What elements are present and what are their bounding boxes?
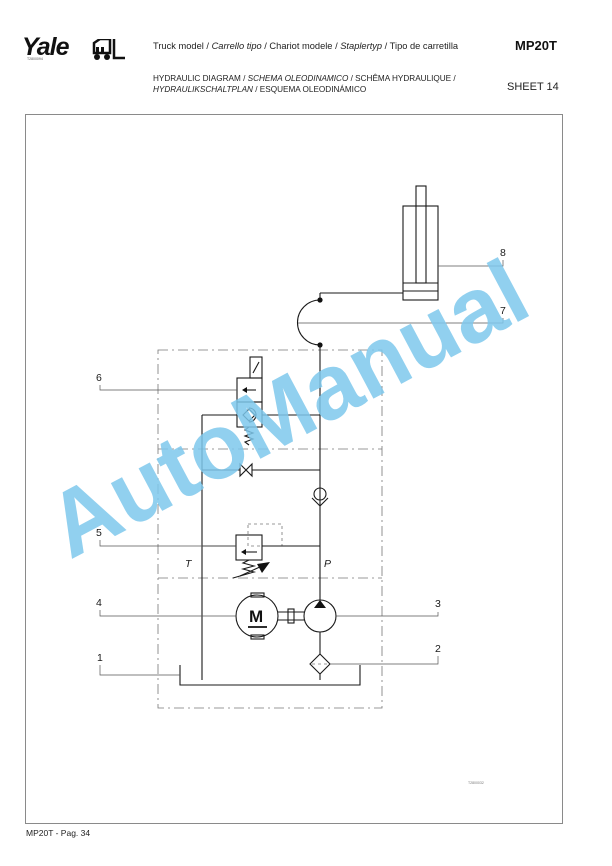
port-p-label: P [324, 558, 331, 570]
diagram-title: HYDRAULIC DIAGRAM / SCHEMA OLEODINAMICO … [153, 73, 456, 95]
callout-6: 6 [96, 372, 102, 384]
drawing-code: T2800032 [468, 781, 484, 785]
callout-1: 1 [97, 652, 103, 664]
title-de: HYDRAULIKSCHALTPLAN [153, 85, 253, 94]
check-valve [311, 487, 329, 507]
motor-label: M [249, 607, 263, 626]
callout-3: 3 [435, 598, 441, 610]
title-fr: / SCHÊMA HYDRAULIQUE / [348, 74, 456, 83]
yale-logo: Yale T2800094 [22, 33, 132, 63]
logo-code: T2800094 [27, 57, 43, 61]
callout-leaders [99, 260, 504, 676]
forklift-icon [92, 39, 125, 60]
truck-model-es: / Tipo de carretilla [382, 41, 459, 51]
relief-valve [202, 523, 320, 579]
manual-lowering-valve [202, 462, 320, 478]
truck-model-label: Truck model / Carrello tipo / Chariot mo… [153, 41, 458, 51]
valve-block-enclosure [157, 349, 383, 709]
page-footer: MP20T - Pag. 34 [26, 828, 91, 838]
tank [179, 665, 361, 686]
truck-model-fr: / Chariot modele / [261, 41, 341, 51]
truck-model-en: Truck model / [153, 41, 212, 51]
callout-4: 4 [96, 597, 102, 609]
port-t-label: T [185, 558, 193, 570]
electric-motor: M [235, 592, 304, 640]
title-en: HYDRAULIC DIAGRAM / [153, 74, 248, 83]
logo-wordmark: Yale [22, 33, 70, 61]
truck-model-it: Carrello tipo [211, 41, 262, 51]
hose [296, 292, 403, 348]
model-number: MP20T [515, 38, 557, 53]
solenoid-valve [202, 356, 320, 446]
lift-cylinder [402, 185, 439, 301]
truck-model-de: Staplertyp [340, 41, 383, 51]
callout-5: 5 [96, 527, 102, 539]
title-es: / ESQUEMA OLEODINÁMICO [252, 85, 367, 94]
title-it: SCHEMA OLEODINAMICO [247, 74, 349, 83]
diagram-frame [25, 114, 563, 824]
suction-filter [309, 653, 331, 680]
sheet-number: SHEET 14 [507, 81, 559, 93]
hydraulic-pump [303, 599, 337, 654]
callout-7: 7 [500, 305, 506, 317]
callout-8: 8 [500, 247, 506, 259]
callout-2: 2 [435, 643, 441, 655]
